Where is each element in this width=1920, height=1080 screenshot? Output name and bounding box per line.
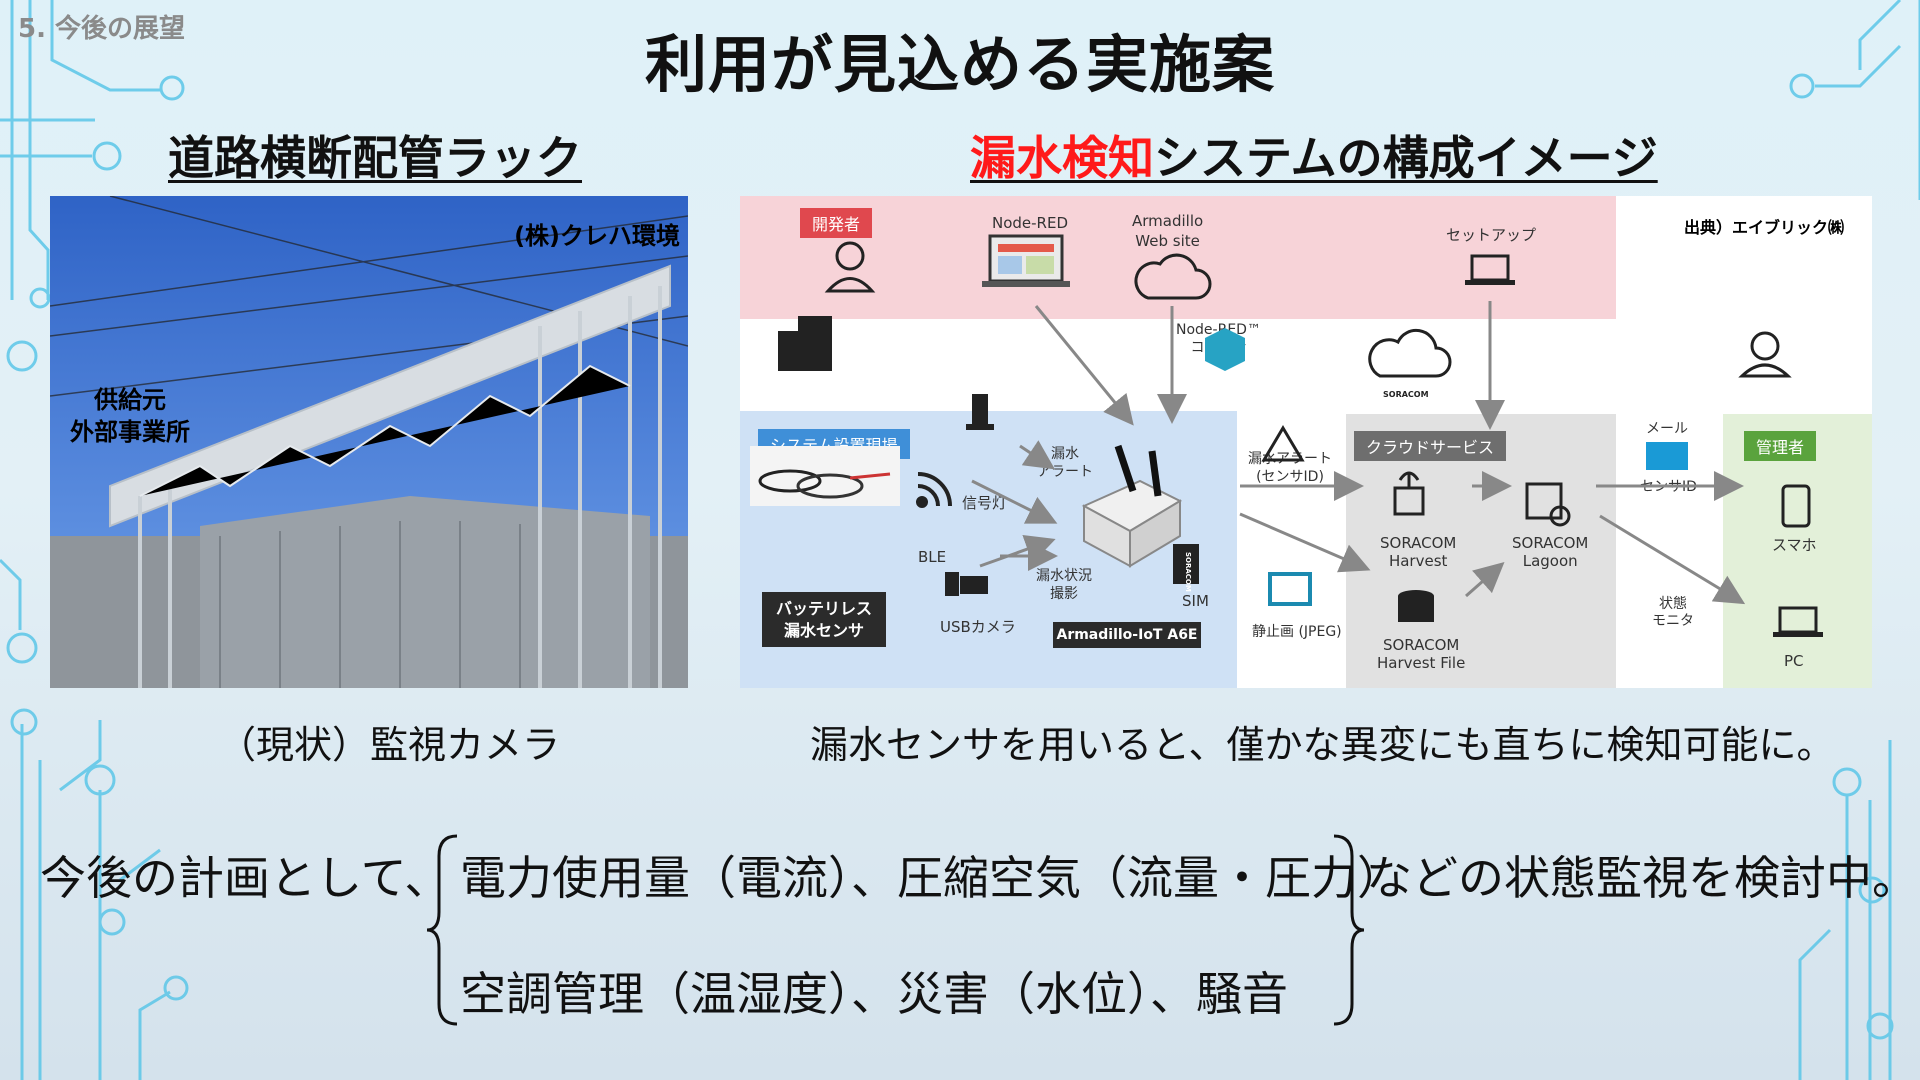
lagoon-line2: Lagoon (1522, 552, 1578, 570)
status-line2: モニタ (1652, 612, 1694, 629)
harvest-line2: Harvest (1388, 552, 1448, 570)
alert-sensor-line2: (センサID) (1256, 468, 1324, 485)
diagram-source: 出典）エイブリック㈱ (1683, 218, 1844, 237)
building-icon (778, 316, 832, 371)
signal-light-icon (966, 394, 994, 430)
admin-person-icon (1738, 331, 1792, 378)
heading-highlight: 漏水検知 (970, 131, 1154, 185)
node-red-laptop-icon (982, 234, 1070, 287)
admin-tag: 管理者 (1744, 431, 1817, 461)
cloud-service-tag: クラウドサービス (1354, 431, 1507, 461)
node-red-label: Node-RED (992, 214, 1069, 232)
mail-label: メール (1646, 421, 1688, 437)
right-caption: 漏水センサを用いると、僅かな異変にも直ちに検知可能に。 (810, 723, 1835, 767)
usb-camera-label: USBカメラ (940, 618, 1016, 636)
phone-label: スマホ (1772, 536, 1817, 554)
setup-label: セットアップ (1446, 226, 1537, 244)
armadillo-web-label: Armadillo Web site (1132, 212, 1203, 251)
status-line1: 状態 (1659, 596, 1687, 612)
plan-tail: などの状態監視を検討中。 (1366, 851, 1918, 905)
armadillo-web-line2: Web site (1135, 231, 1200, 250)
armadillo-web-line1: Armadillo (1132, 212, 1204, 230)
harvest-icon (1393, 471, 1425, 516)
heading-rest: システムの構成イメージ (1154, 131, 1658, 185)
leak-alert-line1: 漏水 (1051, 446, 1079, 462)
plan-item-red: 電力使用量（電流）、圧縮空気（流量・圧力） (460, 851, 1403, 905)
soracom-cloud-icon (1368, 328, 1452, 378)
ble-wave-icon (916, 472, 952, 508)
web-cloud-icon (1134, 253, 1212, 300)
photo-label: 供給元 外部事業所 (60, 384, 200, 449)
signal-light-label: 信号灯 (962, 494, 1008, 512)
leak-capture-line2: 撮影 (1050, 585, 1078, 602)
sim-card-icon (1173, 544, 1199, 584)
developer-person-icon (824, 241, 876, 293)
left-caption: （現状）監視カメラ (218, 723, 561, 767)
left-heading: 道路横断配管ラック (168, 131, 582, 185)
leak-capture-label: 漏水状況 撮影 (1036, 568, 1092, 603)
lagoon-label: SORACOM Lagoon (1512, 534, 1588, 570)
pc-icon (1773, 606, 1823, 637)
still-image-label: 静止画 (JPEG) (1252, 624, 1342, 640)
photo-label-line2: 外部事業所 (70, 418, 190, 447)
setup-laptop-icon (1465, 254, 1515, 285)
slide-title: 利用が見込める実施案 (644, 28, 1275, 101)
pc-label: PC (1784, 652, 1804, 670)
battery-sensor-line1: バッテリレス (775, 599, 872, 618)
battery-sensor-line2: 漏水センサ (783, 620, 864, 640)
armadillo-device-icon (1081, 444, 1183, 568)
mail-icon (1646, 442, 1688, 470)
right-brace (1333, 834, 1365, 1026)
ble-label: BLE (918, 548, 947, 566)
pipe-rack-photo: (株)クレハ環境 供給元 外部事業所 (50, 196, 688, 688)
usb-camera-icon (945, 572, 988, 596)
still-image-icon (1268, 572, 1312, 606)
photo-label-line1: 供給元 (94, 386, 166, 414)
container-line1: Node-RED™ (1176, 322, 1261, 338)
diagram-graphics (750, 234, 1823, 637)
developer-tag: 開発者 (800, 208, 873, 238)
leak-capture-line1: 漏水状況 (1036, 568, 1092, 584)
battery-sensor-label: バッテリレス 漏水センサ (762, 592, 886, 648)
soracom-badge: SORACOM (1383, 390, 1429, 399)
plan-item-blue: 空調管理（温湿度）、災害（水位）、騒音 (460, 967, 1288, 1021)
plan-lead: 今後の計画として、 (40, 851, 451, 905)
container-cube-icon (1205, 328, 1245, 371)
sim-label: SIM (1182, 592, 1209, 610)
photo-credit: (株)クレハ環境 (514, 222, 680, 250)
sensor-cable-icon (750, 446, 900, 506)
harvest-file-line2: Harvest File (1377, 654, 1466, 672)
phone-icon (1781, 484, 1811, 528)
harvest-file-line1: SORACOM (1382, 636, 1460, 654)
status-label: 状態 モニタ (1652, 596, 1694, 630)
harvest-file-label: SORACOM Harvest File (1377, 636, 1465, 672)
section-number: 5. 今後の展望 (18, 14, 186, 44)
right-heading: 漏水検知システムの構成イメージ (970, 122, 1658, 188)
device-label: Armadillo-IoT A6E (1053, 622, 1201, 648)
lagoon-icon (1525, 482, 1571, 527)
lagoon-line1: SORACOM (1512, 534, 1589, 552)
left-brace (426, 834, 458, 1026)
leak-system-diagram: 開発者 出典）エイブリック㈱ Node-RED Armadillo Web si… (740, 196, 1872, 688)
pipe-rack-illustration (50, 196, 688, 688)
harvest-file-icon (1398, 590, 1434, 622)
harvest-label: SORACOM Harvest (1380, 534, 1456, 570)
warning-icon (1261, 425, 1305, 462)
sim-soracom-text: SORACOM (1184, 552, 1192, 592)
harvest-line1: SORACOM (1380, 534, 1457, 552)
